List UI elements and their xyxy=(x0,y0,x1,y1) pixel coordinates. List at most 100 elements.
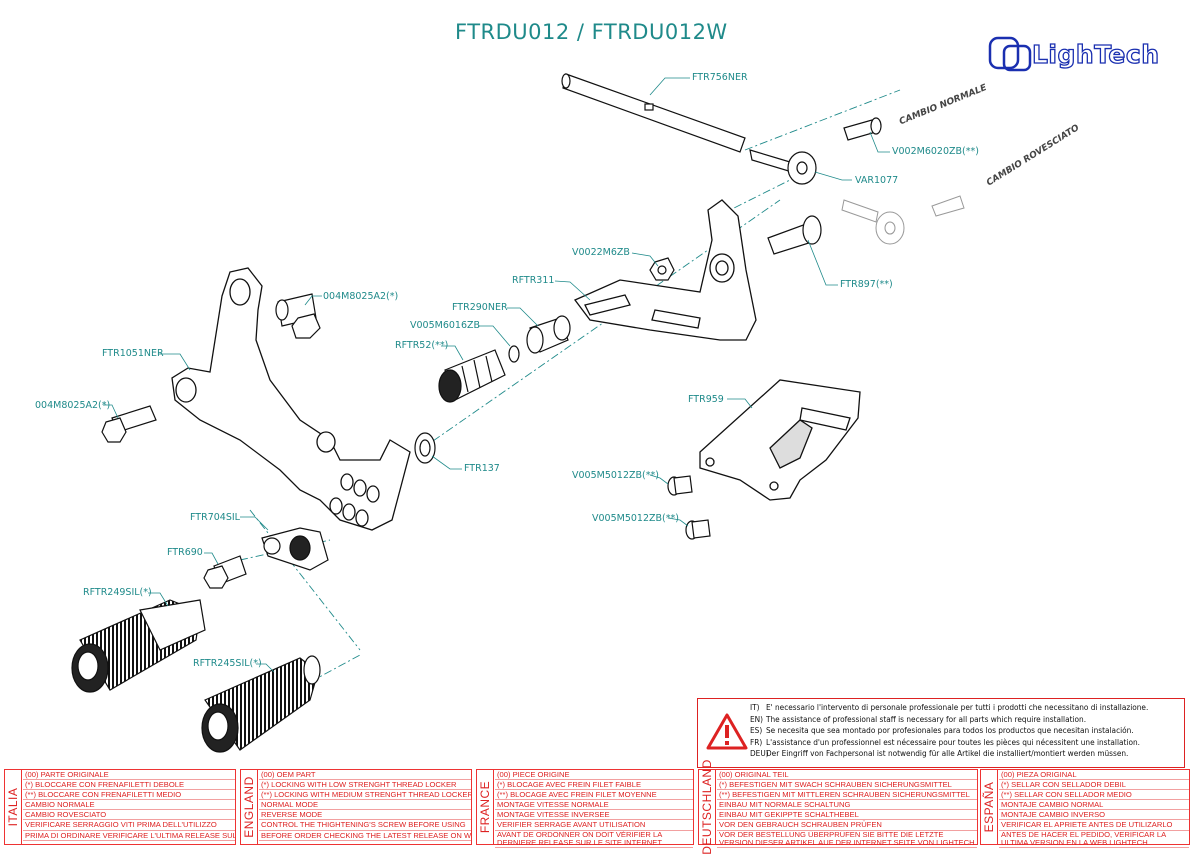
spacer-ftr704 xyxy=(261,527,329,571)
legend-line: (00) PIEZA ORIGINAL xyxy=(999,770,1189,781)
legend-deutschland: DEUTSCHLAND (00) ORIGINAL TEIL(*) BEFEST… xyxy=(698,759,978,855)
brand-logo-mark xyxy=(988,36,1032,72)
part-label-ftr137: FTR137 xyxy=(464,463,500,474)
installation-warning: IT)E' necessario l'intervento di persona… xyxy=(697,698,1185,768)
legend-line: VERIFIER SERRAGE AVANT UTILISATION xyxy=(495,820,693,831)
nut-v0022 xyxy=(649,257,675,281)
legend-language-cell: ESPAÑA xyxy=(981,770,998,844)
part-label-rftr52: RFTR52(**) xyxy=(395,340,449,351)
warning-line-it: IT)E' necessario l'intervento di persona… xyxy=(750,702,1149,712)
legend-line: (*) BLOCCARE CON FRENAFILETTI DEBOLE xyxy=(23,780,235,791)
legend-line: VERIFICARE SERRAGGIO VITI PRIMA DELL'UTI… xyxy=(23,820,235,831)
legend-france: FRANCE (00) PIECE ORIGINE(*) BLOCAGE AVE… xyxy=(476,769,694,848)
part-label-ftr756ner: FTR756NER xyxy=(692,72,748,83)
part-label-rftr249sil: RFTR249SIL(*) xyxy=(83,587,152,598)
legend-line: PRIMA DI ORDINARE VERIFICARE L'ULTIMA RE… xyxy=(23,830,235,841)
part-label-rftr245sil: RFTR245SIL(*) xyxy=(193,658,262,669)
legend-line: VOR DER BESTELLUNG ÜBERPRÜFEN SIE BITTE … xyxy=(717,831,977,848)
legend-language-name: FRANCE xyxy=(478,780,492,834)
legend-language-cell: DEUTSCHLAND xyxy=(699,759,716,855)
reverse-ghost-parts xyxy=(841,195,965,245)
part-label-ftr290ner: FTR290NER xyxy=(452,302,508,313)
legend-line: (**) LOCKING WITH MEDIUM STRENGHT THREAD… xyxy=(259,790,471,801)
part-label-004m8025a2-top: 004M8025A2(*) xyxy=(323,291,399,302)
legend-line: (**) BEFESTIGEN MIT MITTLEREN SCHRAUBEN … xyxy=(717,790,977,801)
warning-line-es: ES)Se necesita que sea montado por profe… xyxy=(750,725,1134,736)
part-label-v0022m6zb: V0022M6ZB xyxy=(572,247,630,258)
legend-line: (**) SELLAR CON SELLADOR MEDIO xyxy=(999,790,1189,801)
legend-line: MONTAGE VITESSE INVERSEE xyxy=(495,810,693,821)
legend-line: ANTES DE HACER EL PEDIDO, VERIFICAR LA U… xyxy=(999,831,1189,848)
legend-line: (00) OEM PART xyxy=(259,770,471,781)
legend-language-name: ESPAÑA xyxy=(982,781,996,833)
legend-line: (00) PARTE ORIGINALE xyxy=(23,770,235,781)
warning-line-fr: FR)L'assistance d'un professionnel est n… xyxy=(750,736,1140,747)
brand-logo-text: LighTech xyxy=(1031,39,1160,69)
legend-line: CAMBIO ROVESCIATO xyxy=(23,810,235,821)
shift-lever xyxy=(573,199,757,341)
legend-line: (**) BLOCCARE CON FRENAFILETTI MEDIO xyxy=(23,790,235,801)
legend-line: (*) BLOCAGE AVEC FREIN FILET FAIBLE xyxy=(495,780,693,791)
legend-line: EINBAU MIT GEKIPPTE SCHALTHEBEL xyxy=(717,810,977,821)
part-label-var1077: VAR1077 xyxy=(855,175,899,186)
legend-line: MONTAGE VITESSE NORMALE xyxy=(495,800,693,811)
leader-lines xyxy=(103,77,890,673)
legend-line: MONTAJE CAMBIO NORMAL xyxy=(999,800,1189,811)
legend-language-name: ENGLAND xyxy=(242,776,256,838)
bushing-ftr290 xyxy=(526,315,571,354)
legend-language-name: DEUTSCHLAND xyxy=(700,759,714,855)
legend-line: REVERSE MODE xyxy=(259,810,471,821)
part-label-rftr311: RFTR311 xyxy=(512,275,555,286)
warning-language-code: FR) xyxy=(750,736,763,747)
nut-ftr690 xyxy=(203,555,247,589)
washer-v005 xyxy=(508,345,520,363)
warning-triangle-icon xyxy=(706,713,748,750)
shift-rod xyxy=(561,73,746,153)
oring-ftr137 xyxy=(414,432,436,464)
warning-line-en: EN)The assistance of professional staff … xyxy=(750,713,1087,724)
peg-rftr52 xyxy=(438,349,506,403)
part-label-v002m6020zb: V002M6020ZB(**) xyxy=(892,146,979,157)
footpeg-rftr245 xyxy=(201,655,321,753)
part-label-v005m6016zb: V005M6016ZB xyxy=(410,320,481,331)
legend-line: (*) LOCKING WITH LOW STRENGHT THREAD LOC… xyxy=(259,780,471,791)
legend-line: BEFORE ORDER CHECKING THE LATEST RELEASE… xyxy=(259,830,471,841)
legend-line: MONTAJE CAMBIO INVERSO xyxy=(999,810,1189,821)
part-label-v005m5012zb-2: V005M5012ZB(**) xyxy=(592,513,679,524)
screw-v005-1 xyxy=(667,475,693,496)
legend-line: VOR DEN GEBRAUCH SCHRAUBEN PRÜFEN xyxy=(717,820,977,831)
part-label-004m8025a2-left: 004M8025A2(*) xyxy=(35,400,111,411)
heel-guard xyxy=(699,379,861,501)
warning-line-de: DEU)Der Eingriff von Fachpersonal ist no… xyxy=(750,748,1129,759)
screw-v005-2 xyxy=(685,519,711,540)
part-label-ftr897: FTR897(**) xyxy=(840,279,893,290)
legend-line: (*) BEFESTIGEN MIT SWACH SCHRAUBEN SICHE… xyxy=(717,780,977,791)
legend-england: ENGLAND (00) OEM PART(*) LOCKING WITH LO… xyxy=(240,769,472,845)
warning-text: IT)E' necessario l'intervento di persona… xyxy=(750,702,1148,760)
legend-line: CONTROL THE THIGHTENING'S SCREW BEFORE U… xyxy=(259,820,471,831)
legend-language-name: ITALIA xyxy=(6,787,20,827)
rearset-bracket xyxy=(171,267,411,531)
legend-line: CAMBIO NORMALE xyxy=(23,800,235,811)
legend-language-cell: ENGLAND xyxy=(241,770,258,844)
brand-logo: LighTech xyxy=(988,36,1168,72)
legend-line: (*) SELLAR CON SELLADOR DEBIL xyxy=(999,780,1189,791)
warning-language-code: DEU) xyxy=(750,748,769,759)
warning-language-code: ES) xyxy=(750,725,763,736)
legend-line: (**) BLOCAGE AVEC FREIN FILET MOYENNE xyxy=(495,790,693,801)
footpeg-rftr249 xyxy=(71,599,206,693)
legend-language-cell: FRANCE xyxy=(477,770,494,844)
legend-line: VERIFICAR EL APRIETE ANTES DE UTILIZARLO xyxy=(999,820,1189,831)
legend-line: EINBAU MIT NORMALE SCHALTUNG xyxy=(717,800,977,811)
legend-language-cell: ITALIA xyxy=(5,770,22,844)
legend-italia: ITALIA (00) PARTE ORIGINALE(*) BLOCCARE … xyxy=(4,769,236,845)
part-label-ftr959: FTR959 xyxy=(688,394,724,405)
part-label-ftr690: FTR690 xyxy=(167,547,203,558)
part-label-ftr1051ner: FTR1051NER xyxy=(102,348,164,359)
drawing-title: FTRDU012 / FTRDU012W xyxy=(455,20,728,44)
part-label-v005m5012zb-1: V005M5012ZB(**) xyxy=(572,470,659,481)
legend-line: (00) PIECE ORIGINE xyxy=(495,770,693,781)
bolt-ftr897 xyxy=(767,215,822,255)
